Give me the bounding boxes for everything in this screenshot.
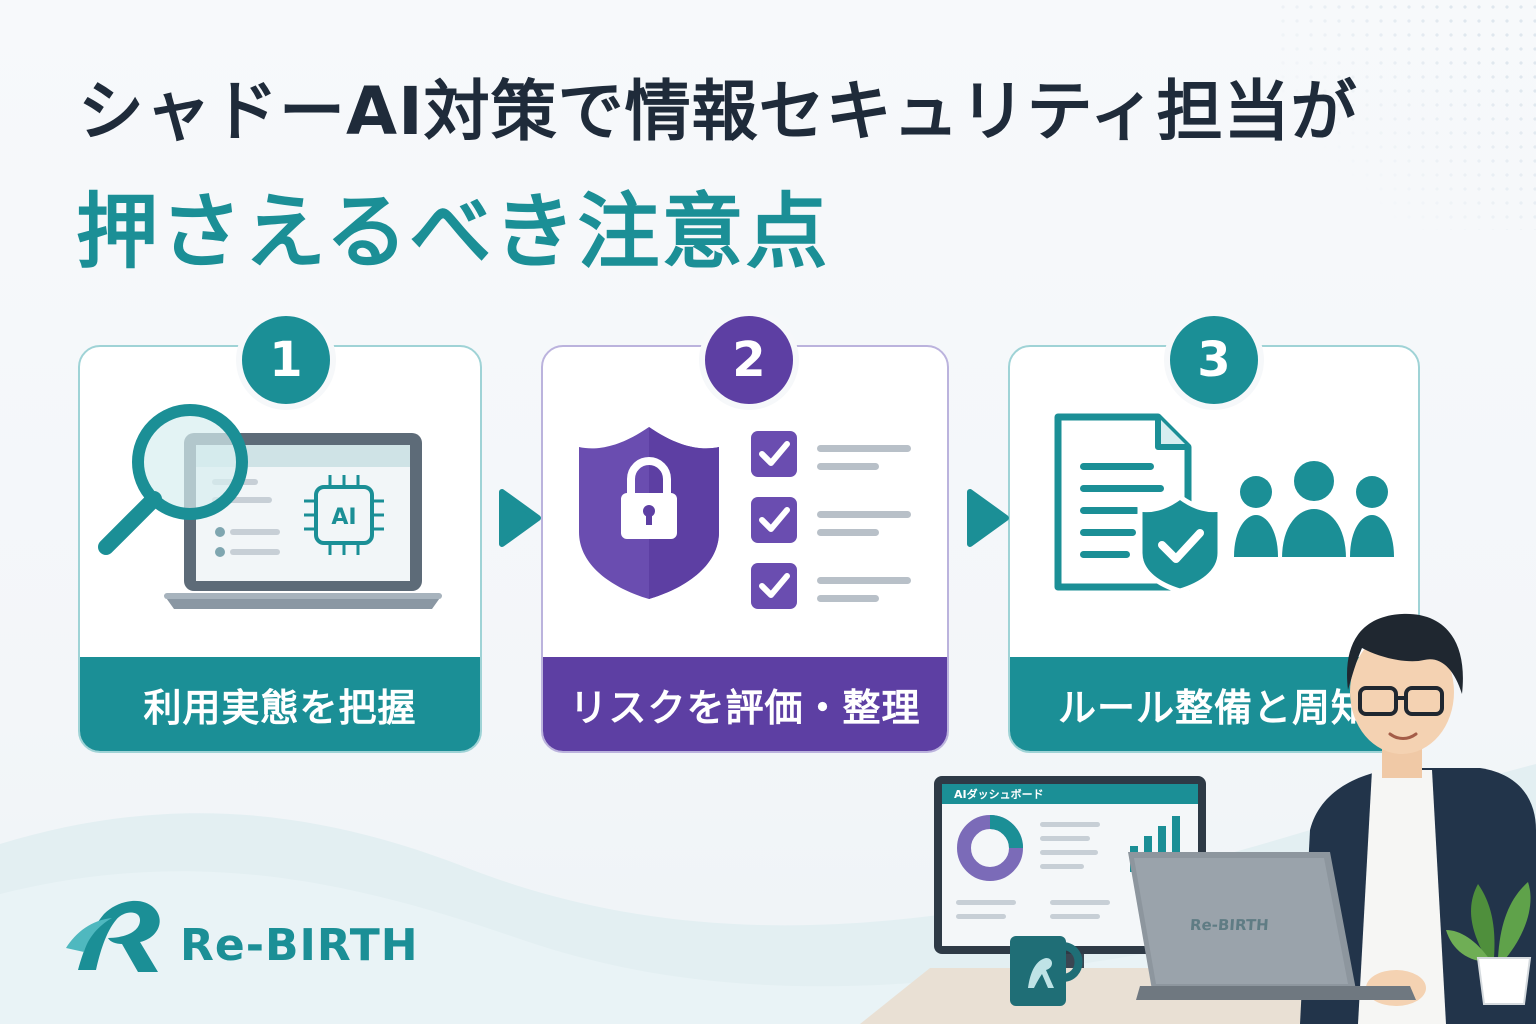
step-card-3: ルール整備と周知 [1008, 345, 1420, 753]
document-shield-users-icon [1054, 413, 1394, 594]
laptop [1128, 852, 1416, 1000]
mug [1010, 936, 1083, 1006]
page-title-line2: 押さえるべき注意点 [76, 185, 830, 280]
monitor-title: AIダッシュボード [954, 788, 1044, 801]
magnifier-laptop-ai-icon: AI [98, 404, 442, 609]
step-label-2: リスクを評価・整理 [543, 657, 947, 751]
arrow-right-icon [499, 489, 541, 547]
step-card-2: リスクを評価・整理 [541, 345, 949, 753]
arrow-right-icon [967, 489, 1009, 547]
step-number-1: 1 [236, 310, 336, 410]
dot-pattern [1276, 0, 1536, 230]
laptop-brand: Re-BIRTH [1189, 916, 1270, 934]
ai-chip-label: AI [331, 505, 356, 530]
brand-name: Re-BIRTH [180, 920, 419, 971]
step-number-2: 2 [699, 310, 799, 410]
step-number-3: 3 [1164, 310, 1264, 410]
step-label-1: 利用実態を把握 [80, 657, 480, 751]
plant [1446, 882, 1532, 1005]
page-title-line1: シャドーAI対策で情報セキュリティ担当が [78, 73, 1358, 150]
shield-lock-checklist-icon [579, 427, 911, 609]
re-birth-logo-icon [66, 900, 160, 972]
